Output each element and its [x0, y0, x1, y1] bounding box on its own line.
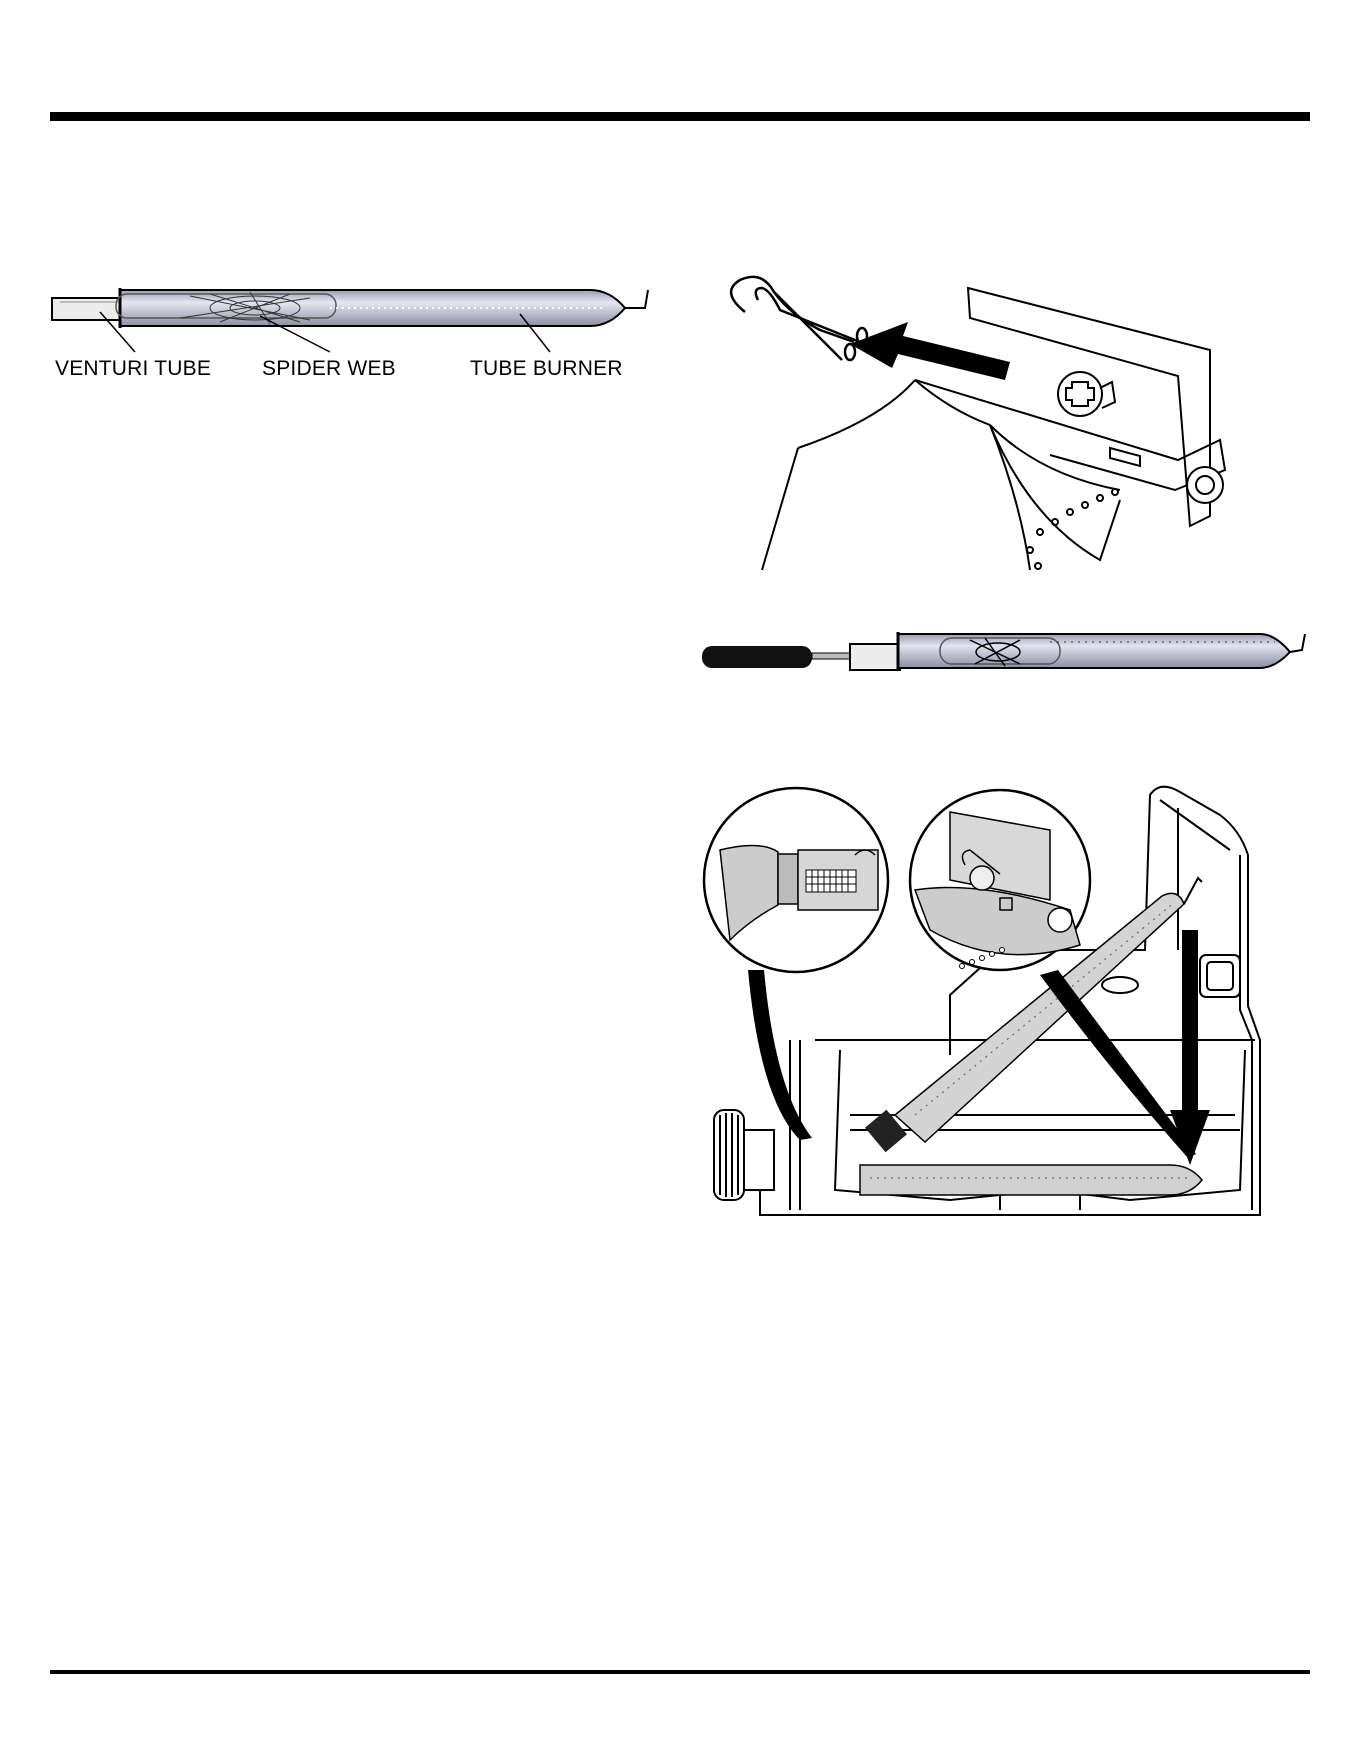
- arrow-icon: [850, 322, 1010, 380]
- venturi-tube-label: VENTURI TUBE: [55, 357, 211, 381]
- screwdriver-icon: [702, 646, 862, 668]
- spider-web-label: SPIDER WEB: [262, 357, 396, 381]
- cotter-pin-drawing: [700, 270, 1240, 590]
- grill-installation-figure: [700, 770, 1310, 1260]
- tube-burner-label: TUBE BURNER: [470, 357, 623, 381]
- cotter-pin-icon: [731, 277, 867, 360]
- screwdriver-figure: [700, 620, 1310, 680]
- cotter-pin-figure: [700, 270, 1240, 590]
- footer-rule: [50, 1670, 1310, 1674]
- tube-burner-figure: VENTURI TUBE SPIDER WEB TUBE BURNER: [50, 280, 670, 390]
- grill-installation-drawing: [700, 770, 1310, 1260]
- header-rule: [50, 112, 1310, 121]
- screwdriver-drawing: [700, 620, 1310, 680]
